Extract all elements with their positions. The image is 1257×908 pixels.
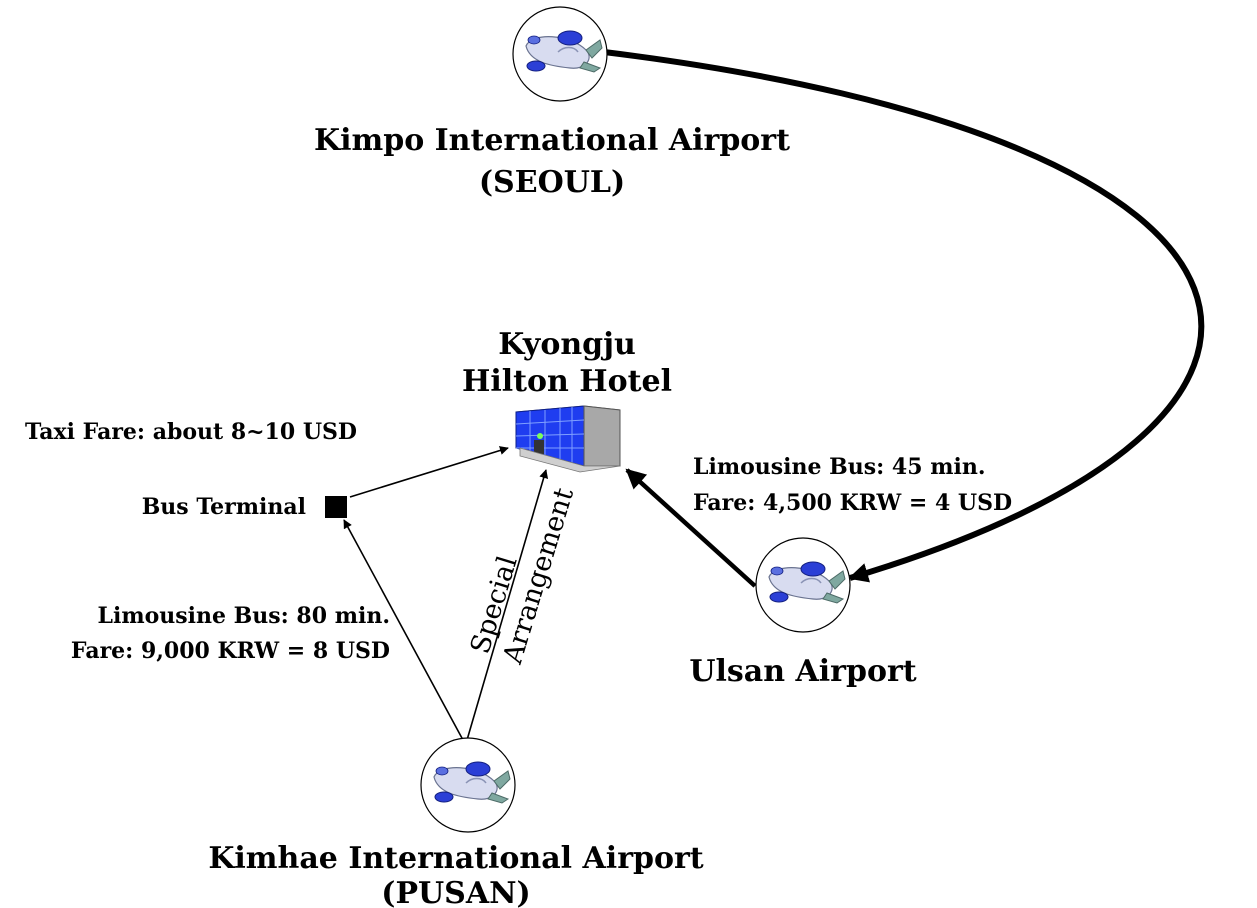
- kimhae-to-terminal-route: [343, 519, 464, 741]
- kimhae-bus-fare: Fare: 9,000 KRW = 8 USD: [71, 638, 390, 664]
- hotel-name-line1: Kyongju: [498, 327, 636, 362]
- ulsan-airport-name: Ulsan Airport: [689, 654, 916, 689]
- taxi-fare-label: Taxi Fare: about 8~10 USD: [25, 419, 357, 445]
- kimpo-airport-name: Kimpo International Airport: [314, 123, 790, 158]
- kimpo-airport-node: [512, 6, 608, 102]
- kimpo-to-ulsan-route: [603, 49, 1205, 583]
- kimhae-bus-time: Limousine Bus: 80 min.: [98, 603, 391, 629]
- hotel-building-icon: [515, 405, 621, 473]
- ulsan-to-hotel-route: [625, 468, 757, 588]
- kimhae-airport-name: Kimhae International Airport: [208, 841, 703, 876]
- kimhae-airport-city: (PUSAN): [381, 876, 530, 908]
- bus-terminal-label: Bus Terminal: [142, 494, 306, 520]
- kimpo-airport-city: (SEOUL): [479, 165, 625, 200]
- kimhae-to-hotel-route: [466, 469, 549, 741]
- ulsan-bus-fare: Fare: 4,500 KRW = 4 USD: [693, 490, 1012, 516]
- square-marker-icon: [325, 496, 347, 518]
- hotel-name-line2: Hilton Hotel: [462, 364, 672, 399]
- ulsan-airport-node: [755, 537, 851, 633]
- kimhae-airport-node: [420, 737, 516, 833]
- terminal-to-hotel-route: [349, 446, 509, 498]
- ulsan-bus-time: Limousine Bus: 45 min.: [693, 454, 986, 480]
